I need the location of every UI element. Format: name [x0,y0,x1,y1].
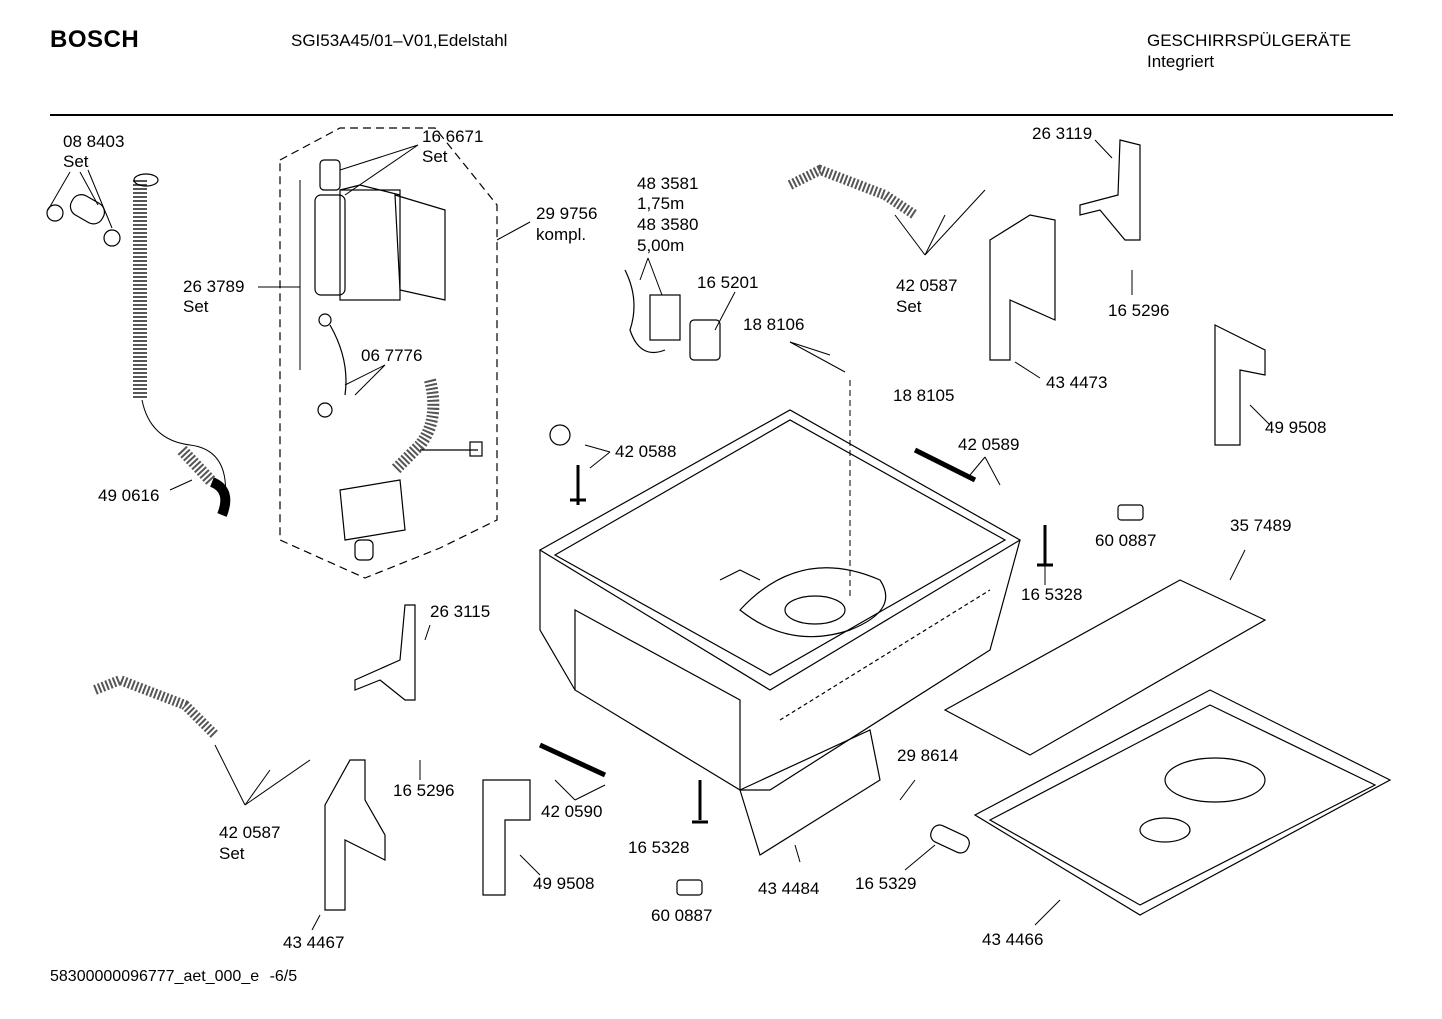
guide-rail-a [913,447,977,483]
part-label-434467: 43 4467 [283,933,345,952]
tray-recess [1164,757,1266,803]
hinge-right [1079,139,1141,241]
gear-part [549,424,571,446]
part-label-299756-kompl: kompl. [536,225,587,244]
part-label-165201: 16 5201 [697,273,759,292]
part-label-420587-right-set: Set [896,297,922,316]
leader-lines [47,139,1271,931]
felt-block-b [676,879,703,896]
page-indicator: -6/5 [269,968,298,985]
part-label-188105: 18 8105 [893,386,955,405]
model-title: SGI53A45/01–V01,Edelstahl [291,31,508,50]
valve-assembly [314,159,483,561]
front-kick-plate [739,729,881,856]
tray-recess-small [1139,817,1191,843]
part-label-088403-set: Set [63,152,89,171]
part-label-298614: 29 8614 [897,746,959,765]
hinge-plate-right [989,214,1056,361]
part-label-357489: 35 7489 [1230,516,1292,535]
part-label-188106: 18 8106 [743,315,805,334]
subcategory-title: Integriert [1147,52,1215,71]
part-label-165328-right: 16 5328 [1021,585,1083,604]
part-label-483581-length: 1,75m [637,194,685,213]
part-label-165328-left: 16 5328 [628,838,690,857]
door-spring-right [787,164,918,220]
category-title: GESCHIRRSPÜLGERÄTE [1147,31,1352,50]
header-divider [50,114,1393,116]
bottom-sheet [943,579,1267,756]
part-label-420589: 42 0589 [958,435,1020,454]
side-cover-left [482,779,531,896]
part-label-088403: 08 8403 [63,132,125,151]
part-label-600887-left: 60 0887 [651,906,713,925]
hinge-plate-left [324,759,386,911]
kit-boundary [279,127,498,579]
part-label-067776: 06 7776 [361,346,423,365]
light-barrier [930,824,970,854]
part-label-263789-set: Set [183,297,209,316]
door-spring-left [93,674,219,739]
part-label-165329: 16 5329 [855,874,917,893]
base-tray-inner [988,704,1377,906]
felt-block-a [1117,504,1144,521]
part-label-490616: 49 0616 [98,486,160,505]
part-label-420587-left: 42 0587 [219,823,281,842]
part-label-483580-length: 5,00m [637,236,685,255]
part-label-600887-right: 60 0887 [1095,531,1157,550]
part-label-166671: 16 6671 [422,127,484,146]
part-label-434466: 43 4466 [982,930,1044,949]
hinge-left-upper [354,604,416,701]
power-cord [624,269,721,361]
guide-rail-b [538,742,607,778]
foot-screw-b [1037,525,1053,567]
foot-screw-c [692,780,708,824]
part-label-166671-set: Set [422,147,448,166]
side-cover-right [1214,324,1266,446]
part-label-499508-right: 49 9508 [1265,418,1327,437]
part-label-420590: 42 0590 [541,802,603,821]
part-label-420587-right: 42 0587 [896,276,958,295]
part-label-263119: 26 3119 [1032,124,1093,143]
part-label-165296-left: 16 5296 [393,781,455,800]
hose-clamp-set [46,194,121,247]
part-label-165296-right: 16 5296 [1108,301,1170,320]
document-code: 58300000096777_aet_000_e [50,968,260,985]
part-label-263115: 26 3115 [430,602,491,621]
drain-hose [133,173,231,517]
part-label-499508-left: 49 9508 [533,874,595,893]
part-label-420587-left-set: Set [219,844,245,863]
part-label-434473: 43 4473 [1046,373,1108,392]
part-label-434484: 43 4484 [758,879,820,898]
part-label-263789: 26 3789 [183,277,245,296]
base-tray [973,689,1392,916]
foot-screw-a [570,465,586,505]
brand-logo: BOSCH [50,26,140,53]
part-label-483580: 48 3580 [637,215,699,234]
part-label-483581: 48 3581 [637,174,699,193]
part-label-420588: 42 0588 [615,442,677,461]
part-label-299756: 29 9756 [536,204,598,223]
